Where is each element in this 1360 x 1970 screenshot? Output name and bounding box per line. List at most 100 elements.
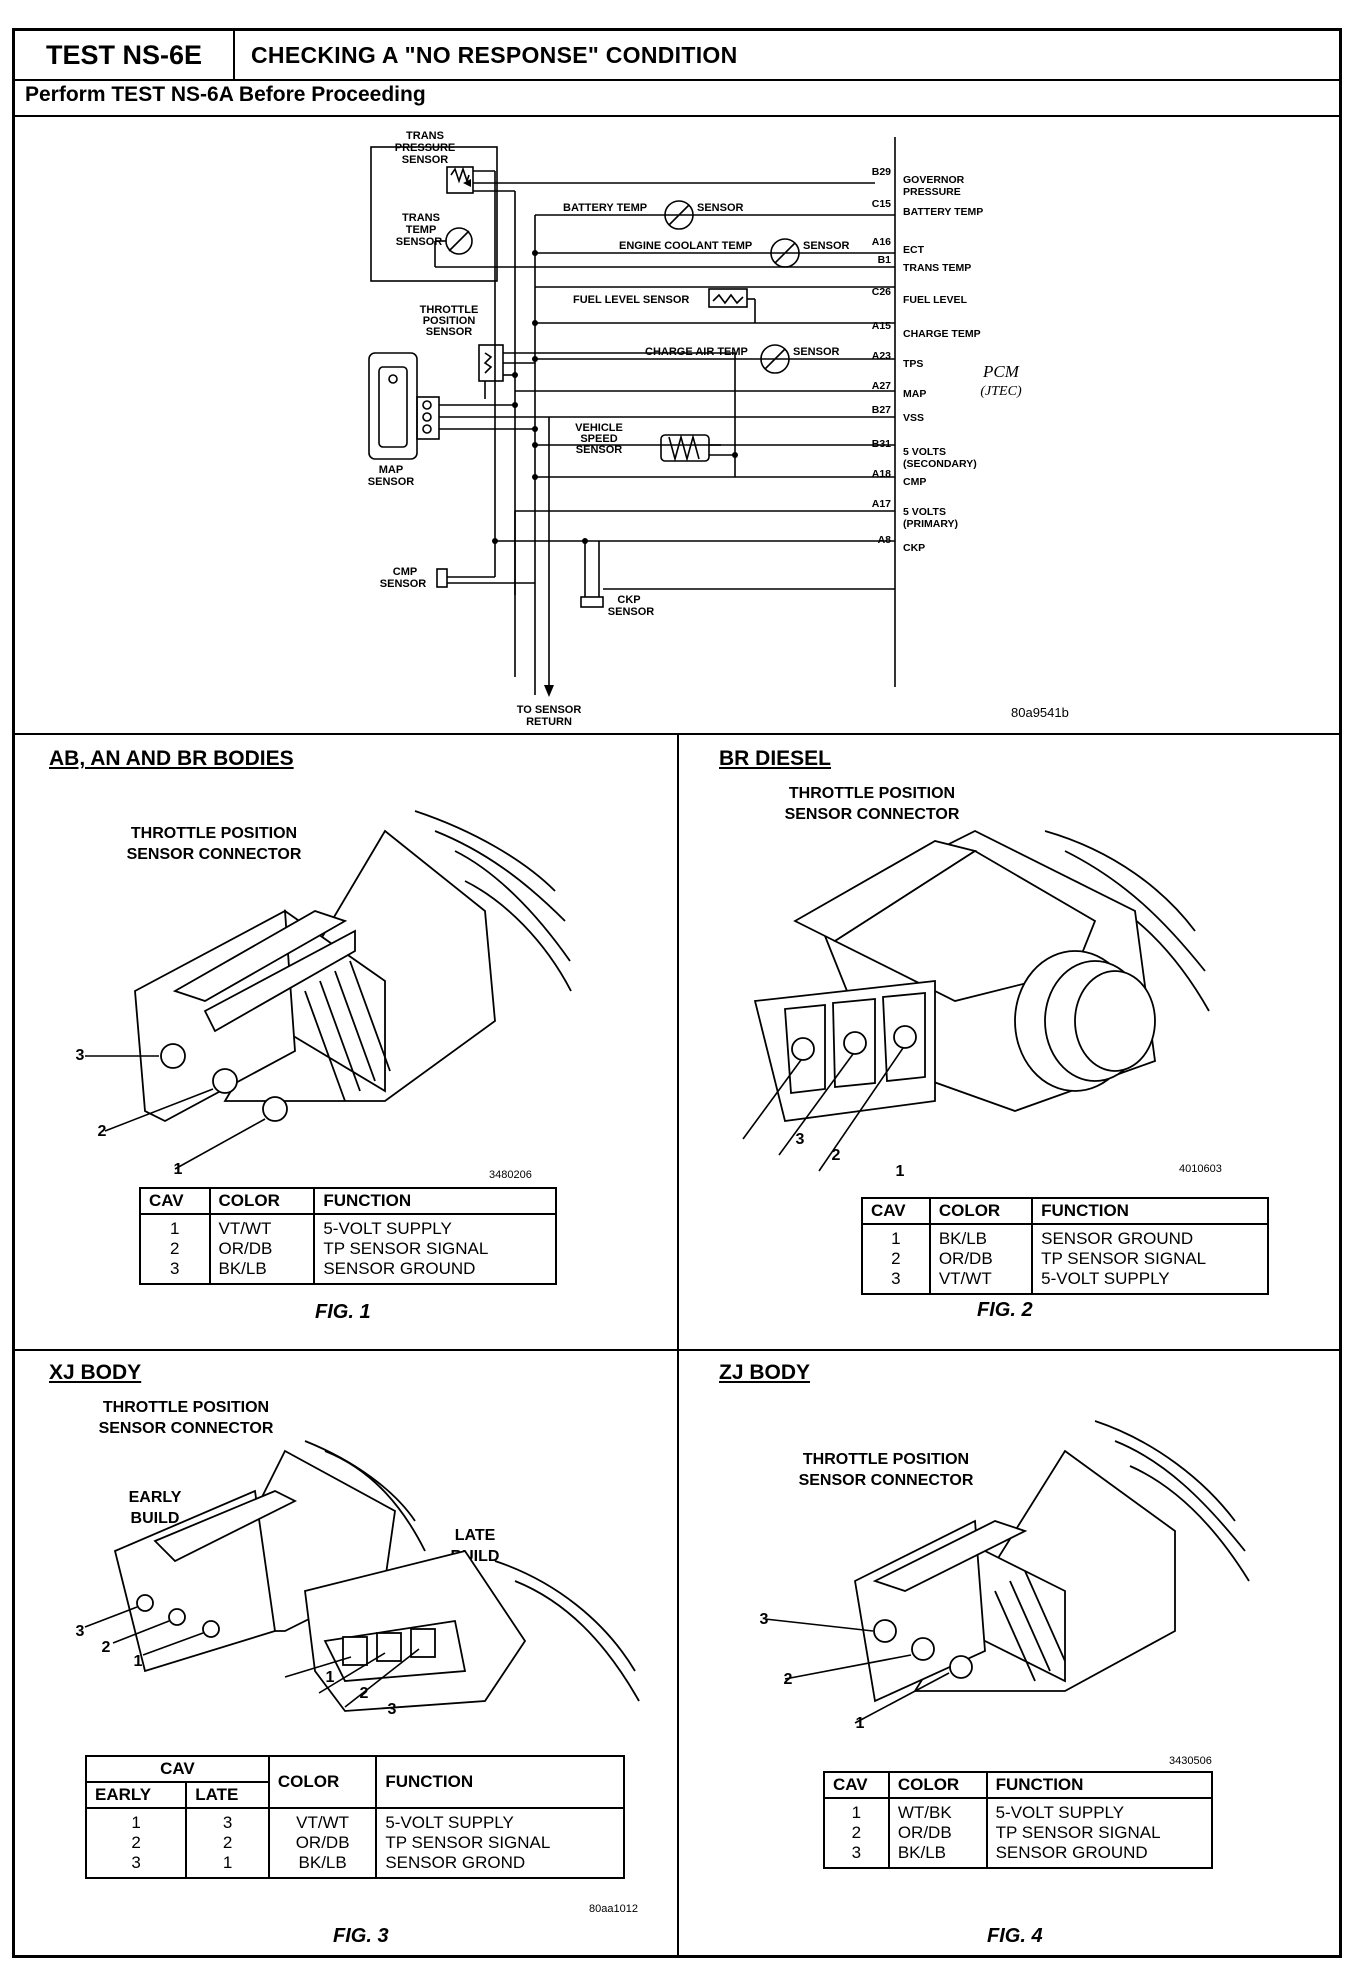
fig3-early-callout-2: 2 [101,1639,111,1656]
sensor-return-label-2: RETURN [526,716,572,728]
trans-pressure-label-3: SENSOR [402,154,449,166]
fig2-connector-drawing [742,829,1210,1172]
pcm-pin-number: A18 [872,468,891,480]
pcm-pin-name: TRANS TEMP [903,262,971,274]
fig2-caption: THROTTLE POSITION SENSOR CONNECTOR [784,785,960,823]
trans-temp-label: TRANS [402,212,440,224]
test-title: CHECKING A "NO RESPONSE" CONDITION [251,42,738,68]
fig1-callout-3: 3 [75,1047,85,1064]
col-color: COLOR [267,1755,378,1809]
fuel-level-sensor-label: FUEL LEVEL SENSOR [573,294,689,306]
trans-pressure-label-2: PRESSURE [395,142,456,154]
test-subtitle: Perform TEST NS-6A Before Proceeding [25,83,426,106]
battery-temp-sensor-label: BATTERY TEMP [563,202,647,214]
wiring-schematic: TRANS PRESSURE SENSOR TRANS TEMP SENSOR … [368,130,1069,728]
pcm-pin-number: A27 [872,380,891,392]
pcm-pin-name: MAP [903,388,926,400]
fig1-label: FIG. 1 [315,1301,371,1323]
pcm-pin-name: CKP [903,542,925,554]
pcm-pin-number: B29 [872,166,891,178]
pcm-pin-number: B27 [872,404,891,416]
fig2-callout-1: 1 [895,1163,905,1180]
pcm-pin-number: A15 [872,320,891,332]
battery-sensor-word: SENSOR [697,202,744,214]
charge-air-temp-label: CHARGE AIR TEMP [645,346,748,358]
fig3-early-build-label: EARLY BUILD [128,1489,182,1527]
pcm-pin-name: FUEL LEVEL [903,294,968,306]
fig3-late-callout-3: 3 [387,1701,397,1718]
header-bar: TEST NS-6E CHECKING A "NO RESPONSE" COND… [15,31,1339,81]
pcm-pin-number: A8 [878,534,892,546]
ckp-sensor-label: CKP [617,594,640,606]
col-function: FUNCTION [985,1771,1214,1799]
fig3-section-title: XJ BODY [49,1361,142,1384]
trans-temp-label-3: SENSOR [396,236,443,248]
fig4-connector-drawing [764,1420,1250,1724]
fig4-callout-2: 2 [783,1671,793,1688]
col-function: FUNCTION [375,1755,625,1809]
fig1-caption: THROTTLE POSITION SENSOR CONNECTOR [126,825,302,863]
fig3-caption: THROTTLE POSITION SENSOR CONNECTOR [98,1399,274,1437]
divider [677,733,679,1958]
fig1-section-title: AB, AN AND BR BODIES [49,747,294,770]
vss-label-3: SENSOR [576,444,623,456]
ckp-sensor-label-2: SENSOR [608,606,655,618]
pcm-pin-name: VSS [903,412,924,424]
pcm-pin-name: BATTERY TEMP [903,206,983,218]
fig3-label: FIG. 3 [333,1925,389,1947]
pcm-pin-name: 5 VOLTS(PRIMARY) [903,506,958,530]
fig3-late-callout-1: 1 [325,1669,335,1686]
fig3-late-callout-2: 2 [359,1685,369,1702]
fig2-callout-3: 3 [795,1131,805,1148]
col-color: COLOR [208,1187,316,1215]
schematic-code: 80a9541b [1011,705,1069,720]
fig1-code: 3480206 [489,1169,532,1181]
pcm-pin-name: ECT [903,244,925,256]
tps-label-3: SENSOR [426,326,473,338]
fig4-callout-1: 1 [855,1715,865,1732]
pcm-pin-number: B31 [872,438,891,450]
col-cav: CAV [139,1187,211,1215]
pcm-pin-number: B1 [878,254,892,266]
map-sensor-label: MAP [379,464,403,476]
test-sheet: TEST NS-6E CHECKING A "NO RESPONSE" COND… [12,28,1342,1958]
test-id: TEST NS-6E [15,31,235,79]
fig3-early-callout-3: 3 [75,1623,85,1640]
col-late: LATE [185,1781,270,1809]
fig3-connector-drawing [84,1440,640,1712]
col-cav-group: CAV [85,1755,270,1783]
pcm-pin-name: TPS [903,358,923,370]
fig1-connector-drawing [85,810,572,1170]
fig3-early-callout-1: 1 [133,1653,143,1670]
fig2-label: FIG. 2 [977,1299,1033,1321]
pcm-pin-number: C15 [872,198,891,210]
fig2-section-title: BR DIESEL [719,747,832,770]
fig1-callout-2: 2 [97,1123,107,1140]
col-function: FUNCTION [1031,1197,1269,1225]
pcm-pin-name: 5 VOLTS(SECONDARY) [903,446,977,470]
pcm-pin-number: A17 [872,498,891,510]
vss-label-2: SPEED [580,433,617,445]
pcm-jtec-label: (JTEC) [980,384,1022,399]
fig1-callout-1: 1 [173,1161,183,1178]
tps-label: THROTTLE [420,304,479,316]
fig4-code: 3430506 [1169,1755,1212,1767]
ect-sensor-label: ENGINE COOLANT TEMP [619,240,752,252]
col-early: EARLY [84,1781,188,1809]
pcm-pin-name: CHARGE TEMP [903,328,981,340]
pcm-pin-number: A16 [872,236,891,248]
